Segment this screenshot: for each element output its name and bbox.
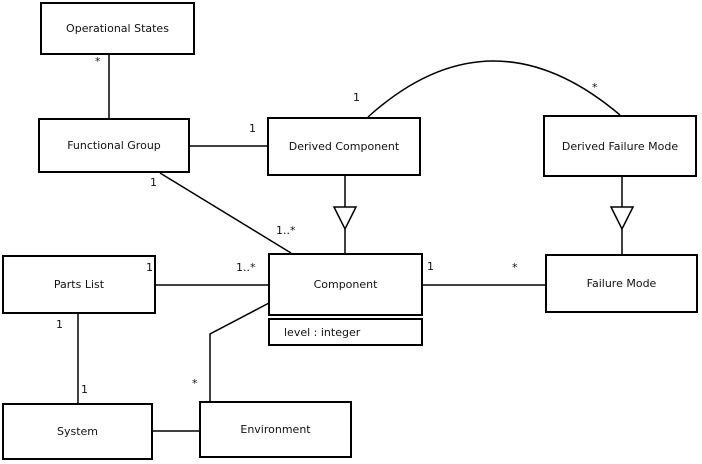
class-system: System <box>2 403 153 460</box>
multiplicity-component-end-from-functional-group: 1..* <box>276 224 296 237</box>
class-derived-failure-mode: Derived Failure Mode <box>543 115 697 177</box>
class-name-label: Functional Group <box>67 139 161 152</box>
attribute-level-label: level : integer <box>284 325 361 339</box>
generalization-arrow-icon <box>332 206 358 231</box>
class-failure-mode: Failure Mode <box>545 254 698 313</box>
class-derived-component: Derived Component <box>267 117 421 176</box>
class-functional-group: Functional Group <box>38 118 190 173</box>
multiplicity-failure-mode-end: * <box>512 261 518 274</box>
association-derived-component-derived-failure-mode <box>367 60 621 118</box>
multiplicity-operational-states-end: * <box>95 55 101 68</box>
class-name-label: Derived Failure Mode <box>561 139 679 153</box>
class-name-label: Environment <box>240 423 311 436</box>
class-operational-states: Operational States <box>40 2 195 55</box>
association-functional-group-component <box>159 172 292 254</box>
class-component: Component <box>268 253 423 316</box>
class-name-label: Parts List <box>53 278 105 291</box>
class-name-label: Operational States <box>66 22 169 35</box>
class-name-label: Component <box>313 278 378 291</box>
generalization-arrow-icon <box>609 206 635 231</box>
class-environment: Environment <box>199 401 352 458</box>
multiplicity-parts-list-end: 1 <box>146 261 153 274</box>
multiplicity-component-end-to-failure-mode: 1 <box>427 260 434 273</box>
class-component-attribute-compartment: level : integer <box>268 318 423 346</box>
class-name-label: Failure Mode <box>586 277 657 290</box>
multiplicity-derived-component-end: 1 <box>249 122 256 135</box>
multiplicity-parts-list-end-to-system: 1 <box>56 318 63 331</box>
multiplicity-system-end: 1 <box>81 383 88 396</box>
association-environment-component <box>209 302 270 401</box>
multiplicity-component-end-from-parts-list: 1..* <box>236 261 256 274</box>
multiplicity-environment-end: * <box>192 377 198 390</box>
class-parts-list: Parts List <box>2 255 156 314</box>
multiplicity-functional-group-end: 1 <box>150 176 157 189</box>
multiplicity-derived-failure-mode-curve-end: * <box>592 81 598 94</box>
multiplicity-derived-component-curve-end: 1 <box>353 91 360 104</box>
class-name-label: System <box>56 425 99 438</box>
class-name-label: Derived Component <box>288 140 400 153</box>
